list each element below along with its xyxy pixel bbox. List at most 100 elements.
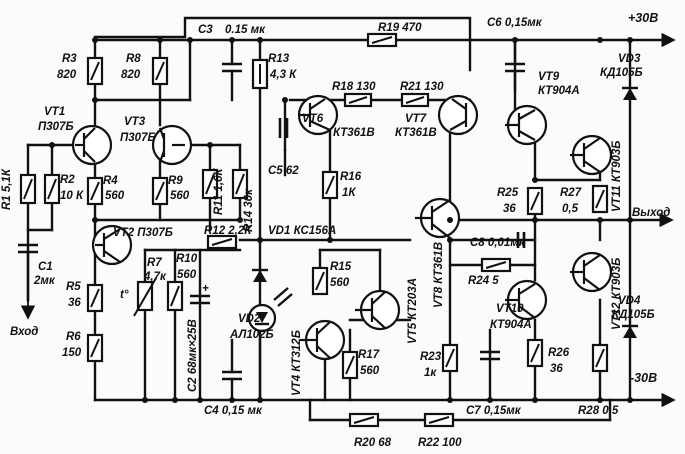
- resistor-r4: [86, 176, 104, 206]
- label-r19: R19 470: [378, 22, 422, 34]
- resistor-r10: [166, 280, 184, 312]
- label-r16: R16: [340, 171, 362, 183]
- resistor-r18: [343, 92, 373, 108]
- resistor-r5: [86, 283, 104, 313]
- resistor-r2: [43, 173, 61, 205]
- label-vd3-type: КД105Б: [600, 67, 643, 79]
- label-vt3: VT3: [124, 116, 146, 128]
- label-r23-value: 1к: [424, 367, 437, 379]
- transistor-vt11: [570, 134, 613, 176]
- label-r17: R17: [358, 349, 380, 361]
- resistor-r25: [526, 186, 544, 216]
- label-r10-value: 560: [177, 269, 197, 281]
- diode-vd2: [247, 287, 293, 333]
- label-r9: R9: [168, 175, 183, 187]
- resistor-r17: [341, 350, 359, 380]
- label-r6-value: 150: [62, 347, 82, 359]
- resistor-r7: [133, 277, 157, 317]
- label-r13-value: 4,3 К: [269, 69, 297, 81]
- label-r28: R28 0,5: [578, 405, 619, 417]
- resistor-r13: [251, 58, 269, 90]
- resistor-r27: [591, 184, 609, 214]
- label-r21: R21 130: [400, 81, 444, 93]
- label-r27-value: 0,5: [562, 203, 579, 215]
- capacitor-c7: [480, 350, 500, 361]
- label-vd3: VD3: [618, 53, 641, 65]
- label-r7: R7: [147, 257, 162, 269]
- label-vt7: VT7: [405, 113, 427, 125]
- label-c7: С7 0,15мк: [466, 405, 522, 417]
- resistor-r12: [206, 234, 238, 250]
- label-vt11: VT11 КТ903Б: [611, 141, 623, 212]
- label-r16-value: 1К: [342, 187, 356, 199]
- label-r18: R18 130: [332, 81, 376, 93]
- label-c5: С5 62: [268, 165, 299, 177]
- label-c4: С4 0,15 мк: [204, 405, 263, 417]
- diode-vd4: [622, 324, 638, 338]
- label-r23: R23: [420, 351, 442, 363]
- resistor-r28: [591, 343, 609, 373]
- label-r8-value: 820: [121, 69, 141, 81]
- resistor-r24: [480, 257, 512, 273]
- label-vt1: VT1: [44, 106, 65, 118]
- label-vt10: VT10: [496, 303, 524, 315]
- label-vd2: VD2: [238, 313, 261, 325]
- label-r9-value: 560: [170, 190, 190, 202]
- label-r17-value: 560: [360, 365, 380, 377]
- resistor-r3: [86, 56, 104, 86]
- label-vminus: -30В: [630, 371, 657, 385]
- label-r22: R22 100: [418, 437, 462, 449]
- transistors: [71, 94, 613, 361]
- label-r8: R8: [126, 53, 141, 65]
- label-r15-value: 560: [330, 277, 350, 289]
- label-r2: R2: [60, 174, 75, 186]
- resistor-r14: [231, 168, 249, 200]
- resistors: [19, 32, 609, 428]
- resistor-r23: [441, 343, 459, 373]
- resistor-r19: [366, 32, 398, 48]
- resistor-r20: [348, 412, 380, 428]
- transistor-vt5: [355, 289, 401, 331]
- label-vd4-type: КД105Б: [612, 309, 655, 321]
- transistor-vt2: [91, 224, 133, 266]
- label-r26-value: 36: [550, 363, 563, 375]
- label-r3-value: 820: [57, 69, 77, 81]
- label-c8: С8 0,01мк: [470, 237, 526, 249]
- label-c3: С3: [198, 24, 213, 36]
- resistor-r15: [311, 266, 329, 296]
- label-output: Выход: [632, 207, 670, 219]
- label-c1: С1: [38, 261, 53, 273]
- label-vplus: +30В: [628, 11, 658, 25]
- resistor-r22: [423, 412, 455, 428]
- label-r4-value: 560: [105, 190, 125, 202]
- label-c1-value: 2мк: [33, 275, 56, 287]
- transistor-vt4: [300, 319, 346, 361]
- capacitor-c8: [516, 232, 526, 248]
- resistor-r26: [526, 338, 544, 368]
- label-r11: R11 1,6К: [213, 168, 225, 215]
- transistor-vt12: [570, 251, 613, 293]
- label-vt8: VT8 КТ361В: [433, 242, 445, 308]
- transistor-vt3: [151, 124, 193, 166]
- label-c6: С6 0,15мк: [487, 17, 543, 29]
- label-vt12: VT12 КТ903Б: [611, 258, 623, 330]
- label-r4: R4: [103, 175, 118, 187]
- resistor-r16: [321, 170, 339, 200]
- label-r12: R12 2,2К: [204, 225, 252, 237]
- diode-vd1: [252, 268, 268, 282]
- label-vd2-type: АЛ102Б: [229, 329, 274, 341]
- resistor-r21: [400, 92, 430, 108]
- resistor-r11: [201, 168, 219, 200]
- transistor-vt7: [437, 94, 479, 136]
- label-vt7-type: КТ361В: [395, 127, 437, 139]
- label-r7-value: 4,7к: [143, 271, 167, 283]
- label-r15: R15: [330, 261, 352, 273]
- diode-vd3: [622, 86, 638, 100]
- label-r27: R27: [560, 187, 582, 199]
- transistor-vt1: [71, 124, 113, 166]
- transistor-vt8: [415, 197, 461, 239]
- capacitor-c5: [278, 118, 289, 138]
- label-r26: R26: [548, 347, 570, 359]
- label-vt9: VT9: [538, 71, 560, 83]
